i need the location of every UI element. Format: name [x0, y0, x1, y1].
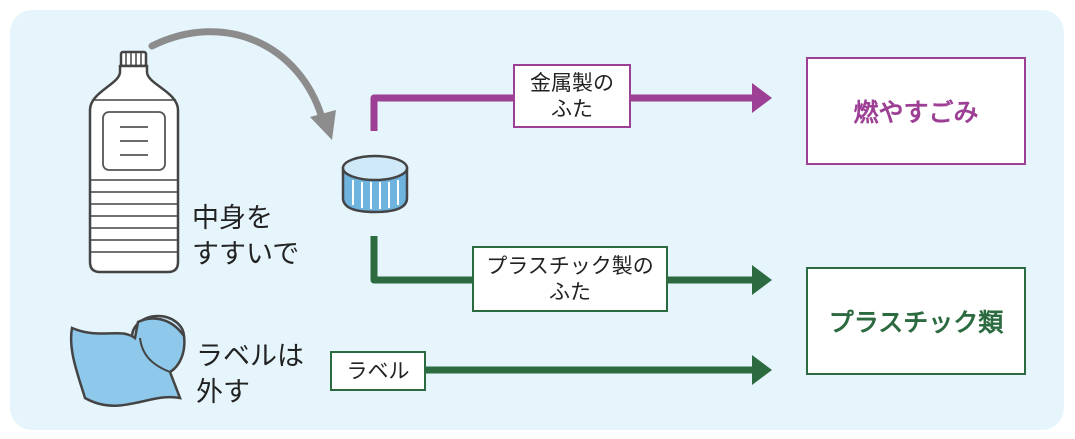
- peeled-label-icon: [69, 314, 186, 407]
- burnable-waste-box: 燃やすごみ: [806, 57, 1026, 165]
- pet-bottle-icon: [88, 50, 180, 274]
- curved-arrow-icon: [148, 28, 336, 140]
- bottle-cap-icon: [341, 154, 409, 214]
- plastic-waste-box: プラスチック類: [806, 267, 1026, 375]
- label-route: [425, 355, 772, 385]
- remove-label-instruction: ラベルは 外す: [196, 341, 304, 408]
- plastic-cap-label: プラスチック製の ふた: [472, 246, 668, 312]
- label-tag: ラベル: [330, 351, 426, 391]
- metal-cap-label: 金属製の ふた: [513, 64, 631, 128]
- rinse-instruction: 中身を すすいで: [192, 203, 300, 270]
